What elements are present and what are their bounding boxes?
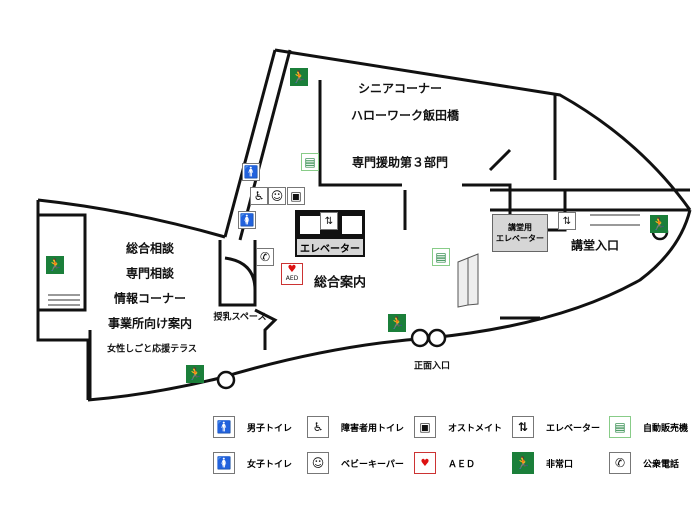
legend-item: ♥ ＡＥＤ bbox=[414, 452, 475, 474]
main-entrance-door-2 bbox=[427, 328, 447, 348]
elevator-main: エレベーター bbox=[295, 237, 365, 257]
legend-item: 🏃 非常口 bbox=[512, 452, 573, 474]
legend-item: ✆ 公衆電話 bbox=[609, 452, 679, 474]
vending-machine-icon: ▤ bbox=[609, 416, 631, 438]
label-info-corner: 情報コーナー bbox=[113, 291, 187, 306]
legend-item: ♿ 障害者用トイレ bbox=[307, 416, 404, 438]
legend-label: 公衆電話 bbox=[643, 459, 680, 470]
legend-label: ＡＥＤ bbox=[448, 459, 476, 470]
vending-machine-icon: ▤ bbox=[432, 248, 450, 266]
accessible-toilet-icon: ♿ bbox=[250, 187, 268, 205]
public-phone-icon: ✆ bbox=[256, 248, 274, 266]
legend-item: ⇅ エレベーター bbox=[512, 416, 600, 438]
male-toilet-icon: 🚹 bbox=[213, 416, 235, 438]
entrance-door-left bbox=[216, 370, 236, 390]
public-phone-icon: ✆ bbox=[609, 452, 631, 474]
elevator-label: エレベーター bbox=[300, 243, 360, 255]
emergency-exit-icon: 🏃 bbox=[650, 215, 668, 233]
female-toilet-icon: 🚺 bbox=[213, 452, 235, 474]
label-info-desk: 総合案内 bbox=[313, 275, 367, 291]
hall-elevator: 講堂用 エレベーター bbox=[492, 214, 548, 252]
label-consult: 総合相談 bbox=[125, 241, 175, 256]
label-women-terrace: 女性しごと応援テラス bbox=[107, 344, 197, 355]
legend-label: 障害者用トイレ bbox=[341, 423, 405, 434]
legend-label: 男子トイレ bbox=[247, 423, 293, 434]
legend-label: オストメイト bbox=[448, 423, 503, 434]
male-toilet-icon: 🚹 bbox=[242, 163, 260, 181]
hall-elevator-label-1: 講堂用 bbox=[508, 223, 532, 232]
label-hall-entrance: 講堂入口 bbox=[570, 238, 620, 253]
aed-icon: ♥AED bbox=[281, 263, 303, 285]
female-toilet-icon: 🚺 bbox=[238, 211, 256, 229]
label-senior-corner: シニアコーナー bbox=[357, 81, 443, 96]
label-main-entrance: 正面入口 bbox=[413, 361, 451, 372]
hall-elevator-label-2: エレベーター bbox=[496, 234, 544, 243]
emergency-exit-icon: 🏃 bbox=[388, 314, 406, 332]
label-dept3: 専門援助第３部門 bbox=[351, 155, 449, 170]
legend-item: 🚹 男子トイレ bbox=[213, 416, 292, 438]
aed-icon-text: AED bbox=[285, 275, 299, 282]
emergency-exit-icon: 🏃 bbox=[290, 68, 308, 86]
legend-label: 非常口 bbox=[546, 459, 574, 470]
elevator-icon: ⇅ bbox=[512, 416, 534, 438]
legend-item: ▤ 自動販売機 bbox=[609, 416, 688, 438]
accessible-toilet-icon: ♿ bbox=[307, 416, 329, 438]
label-special-consult: 専門相談 bbox=[125, 266, 175, 281]
ostomate-icon: ▣ bbox=[414, 416, 436, 438]
baby-keeper-icon: ☺ bbox=[307, 452, 329, 474]
main-entrance-door-1 bbox=[410, 328, 430, 348]
elevator-icon: ⇅ bbox=[558, 212, 576, 230]
baby-keeper-icon: ☺ bbox=[268, 187, 286, 205]
emergency-exit-icon: 🏃 bbox=[186, 365, 204, 383]
label-nursing-space: 授乳スペース bbox=[213, 312, 267, 323]
legend-item: ▣ オストメイト bbox=[414, 416, 502, 438]
legend-label: 自動販売機 bbox=[643, 423, 689, 434]
aed-icon: ♥ bbox=[414, 452, 436, 474]
vending-machine-icon: ▤ bbox=[301, 153, 319, 171]
label-business-info: 事業所向け案内 bbox=[107, 316, 193, 331]
ostomate-icon: ▣ bbox=[287, 187, 305, 205]
legend-label: エレベーター bbox=[546, 423, 601, 434]
emergency-exit-icon: 🏃 bbox=[512, 452, 534, 474]
legend-label: ベビーキーパー bbox=[341, 459, 404, 470]
legend-label: 女子トイレ bbox=[247, 459, 293, 470]
label-hellowork: ハローワーク飯田橋 bbox=[350, 108, 460, 123]
legend-item: 🚺 女子トイレ bbox=[213, 452, 292, 474]
legend-item: ☺ ベビーキーパー bbox=[307, 452, 404, 474]
elevator-icon: ⇅ bbox=[320, 212, 338, 230]
emergency-exit-icon: 🏃 bbox=[46, 256, 64, 274]
